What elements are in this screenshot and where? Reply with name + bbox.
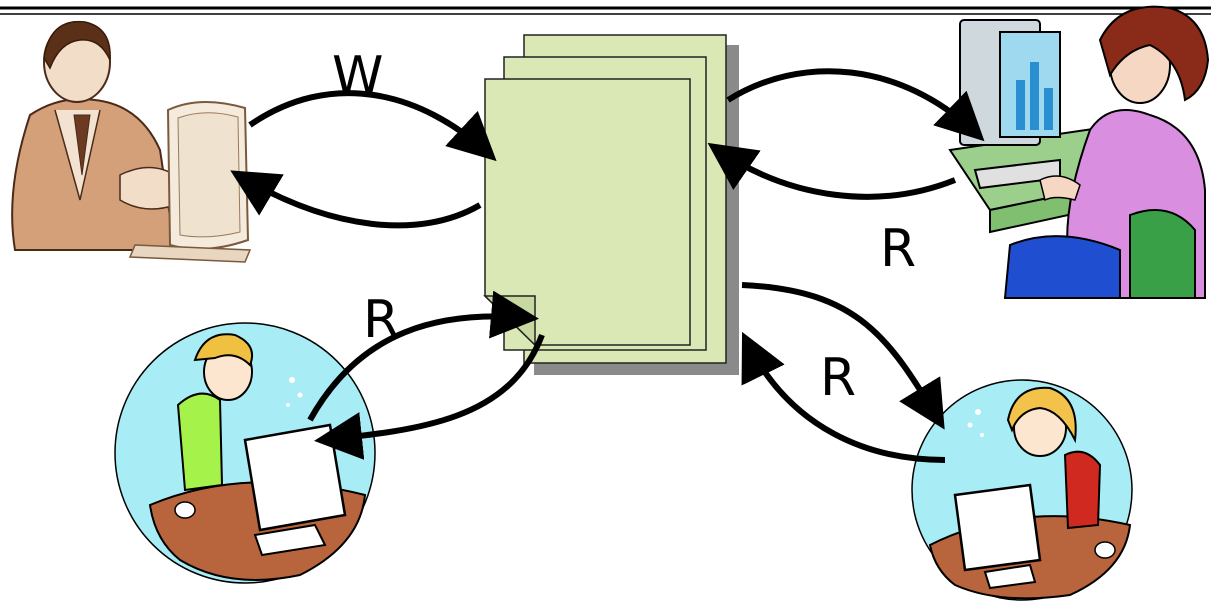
woman-computer-icon	[948, 5, 1210, 299]
read-label-left: R	[363, 290, 399, 350]
document-stack-icon	[483, 34, 739, 375]
read-label-top-right: R	[880, 219, 916, 279]
writer-return-arrow	[230, 170, 482, 229]
replica-to-girl-arrow	[741, 282, 945, 430]
top-rule	[0, 6, 1211, 15]
girl-computer-icon	[911, 379, 1133, 601]
write-arrow	[248, 90, 497, 162]
boy-to-replica-arrow	[307, 290, 539, 422]
businessman-computer-icon	[11, 20, 252, 263]
woman-to-replica-arrow	[707, 142, 957, 200]
boy-computer-icon	[114, 322, 376, 584]
write-label: W	[332, 46, 383, 106]
girl-to-replica-arrow	[741, 331, 946, 463]
replica-to-boy-arrow	[314, 333, 545, 460]
replica-to-woman-arrow	[726, 68, 985, 142]
read-label-bottom-right: R	[820, 348, 856, 408]
